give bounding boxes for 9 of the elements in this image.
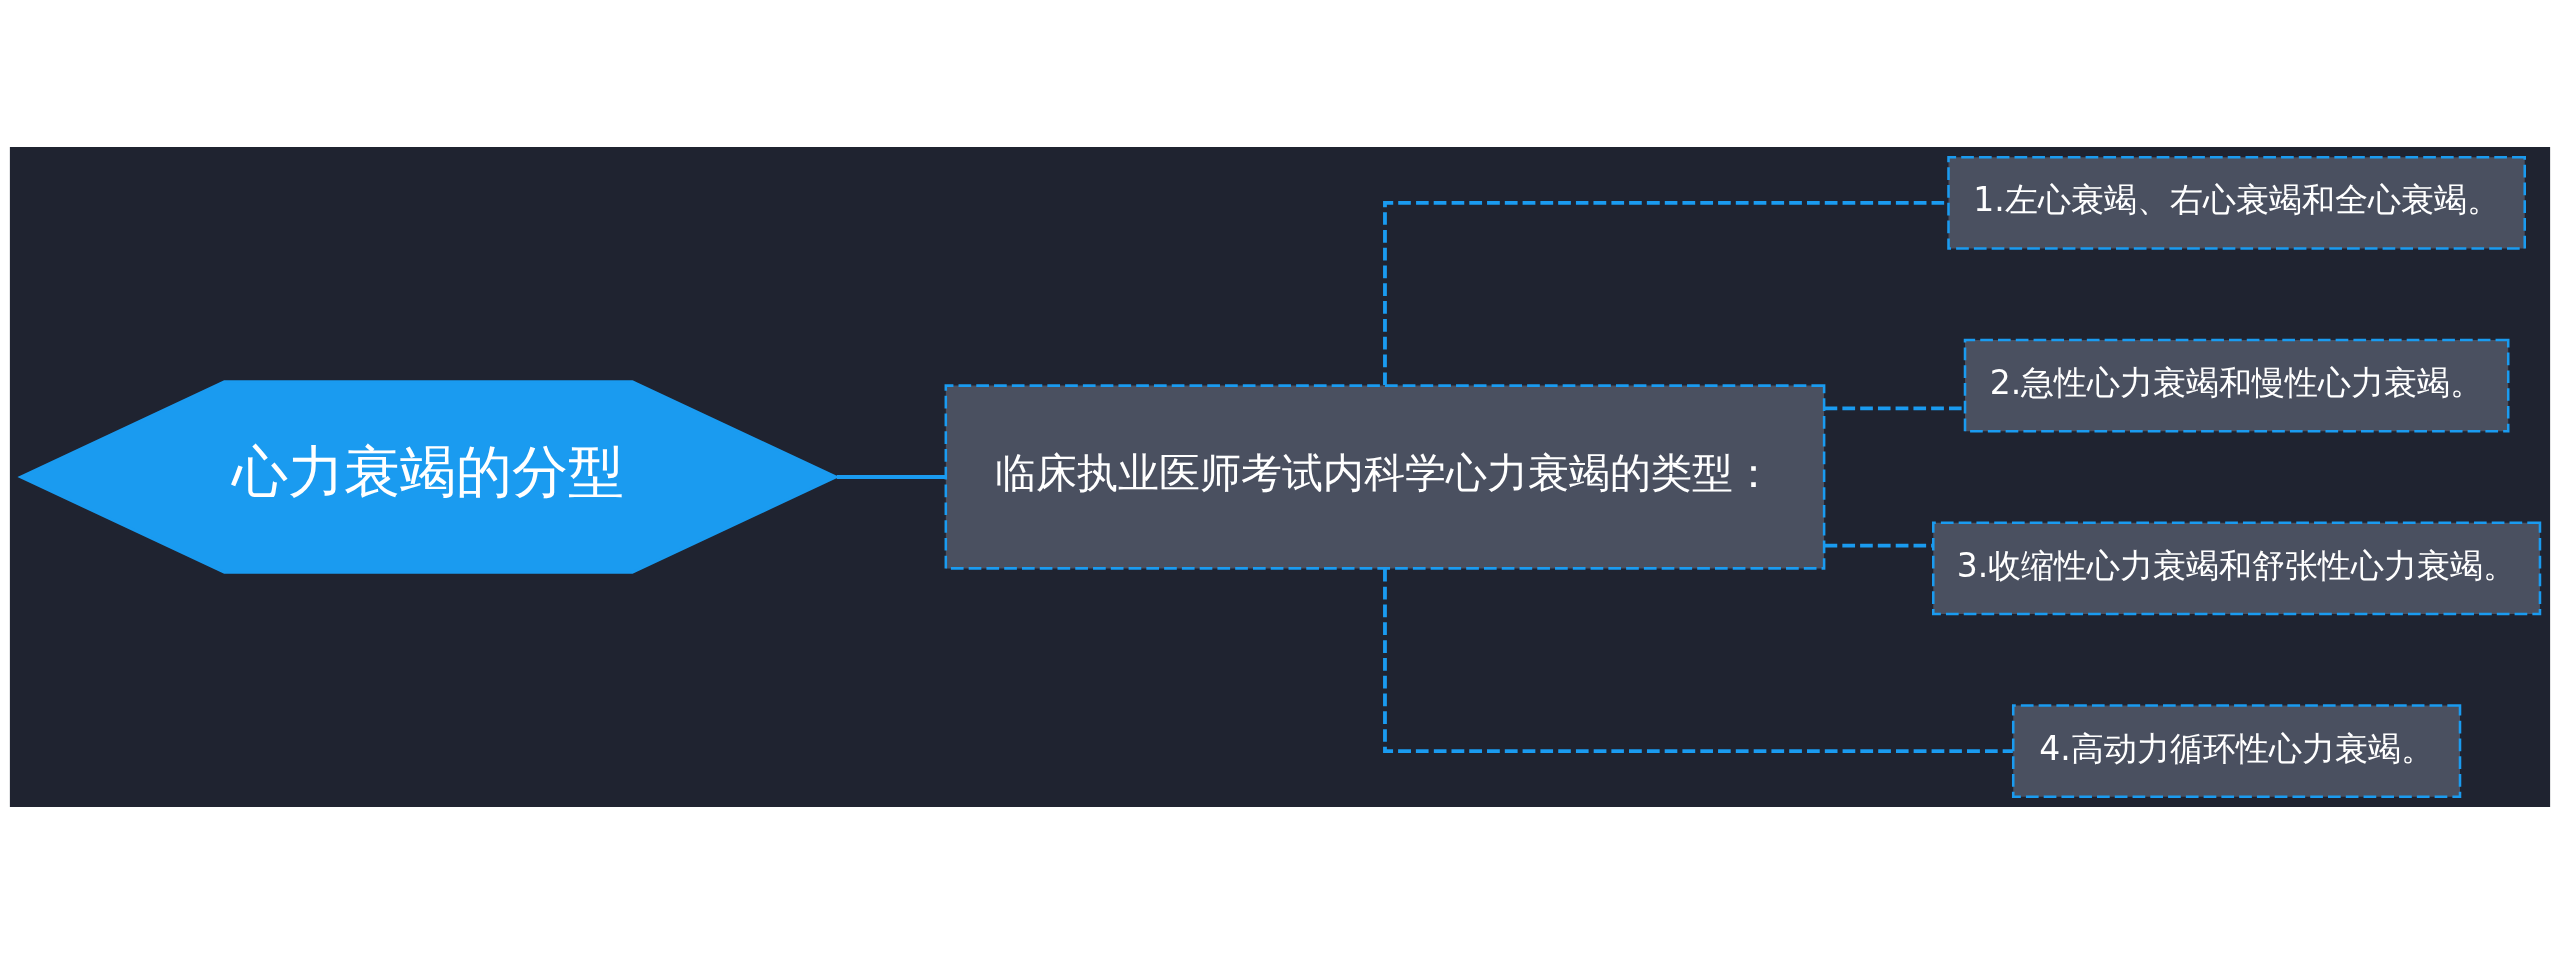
connector [836, 474, 946, 479]
node-box: 3.收缩性心力衰竭和舒张性心力衰竭。 [1932, 520, 2542, 615]
node-box: 2.急性心力衰竭和慢性心力衰竭。 [1963, 338, 2510, 433]
connector [1824, 543, 1933, 547]
node-box: 1.左心衰竭、右心衰竭和全心衰竭。 [1947, 155, 2526, 250]
node-box: 4.高动力循环性心力衰竭。 [2011, 703, 2462, 798]
connector [1824, 406, 1965, 410]
connector [1383, 568, 2013, 753]
node-box: 临床执业医师考试内科学心力衰竭的类型： [944, 383, 1826, 570]
